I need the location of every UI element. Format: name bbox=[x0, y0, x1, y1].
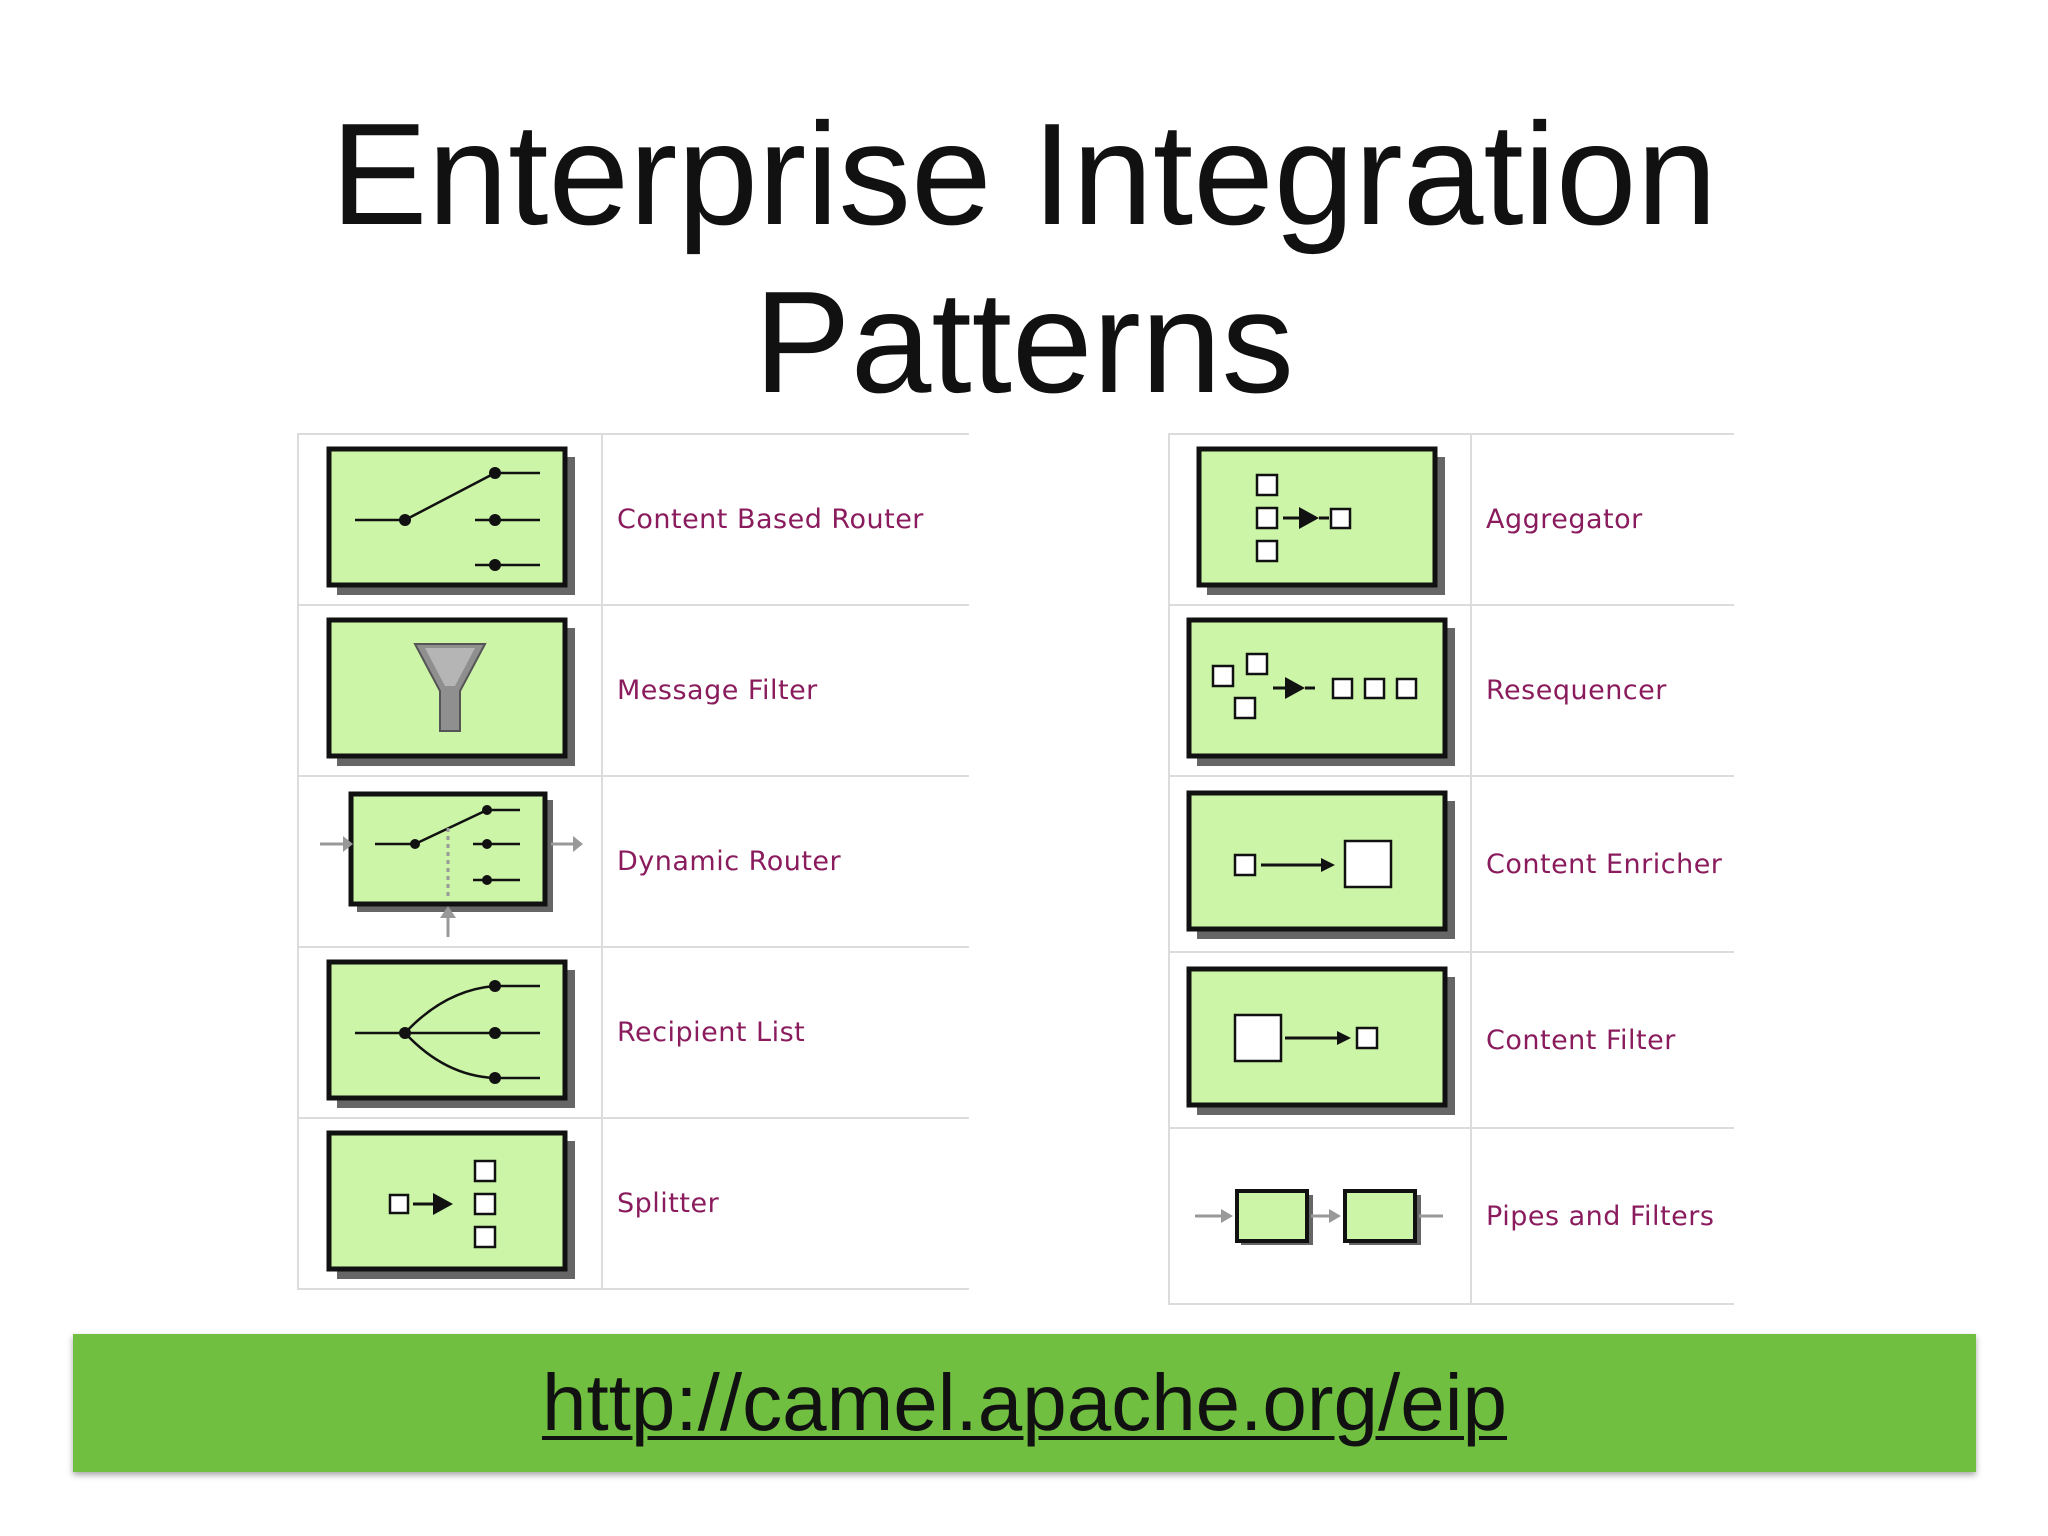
aggregator-icon bbox=[1196, 446, 1445, 595]
table-row: Splitter bbox=[299, 1119, 969, 1290]
resequencer-icon bbox=[1186, 617, 1455, 766]
table-row: Pipes and Filters bbox=[1170, 1129, 1734, 1305]
pattern-label: Content Enricher bbox=[1486, 848, 1723, 880]
pattern-label: Content Based Router bbox=[617, 504, 924, 535]
camel-eip-link[interactable]: http://camel.apache.org/eip bbox=[541, 1358, 1508, 1447]
footer-bar: http://camel.apache.org/eip bbox=[73, 1334, 1976, 1472]
table-row: Dynamic Router bbox=[299, 777, 969, 948]
pattern-label: Pipes and Filters bbox=[1486, 1200, 1715, 1232]
slide-title-line-2: Patterns bbox=[754, 261, 1294, 423]
splitter-icon bbox=[326, 1130, 575, 1279]
left-pattern-table: Content Based Router Message Filter bbox=[297, 433, 969, 1290]
content-based-router-icon bbox=[326, 446, 575, 595]
pattern-label: Content Filter bbox=[1486, 1024, 1676, 1056]
pattern-label: Resequencer bbox=[1486, 675, 1667, 706]
pattern-label: Aggregator bbox=[1486, 504, 1643, 535]
pattern-label: Message Filter bbox=[617, 675, 818, 706]
table-row: Content Based Router bbox=[299, 435, 969, 606]
right-pattern-table: Aggregator Resequencer bbox=[1168, 433, 1734, 1305]
slide-title: Enterprise Integration Patterns bbox=[0, 90, 2048, 426]
slide-title-line-1: Enterprise Integration bbox=[330, 93, 1718, 255]
table-row: Content Filter bbox=[1170, 953, 1734, 1129]
message-filter-icon bbox=[326, 617, 575, 766]
table-row: Resequencer bbox=[1170, 606, 1734, 777]
pattern-label: Recipient List bbox=[617, 1017, 806, 1048]
recipient-list-icon bbox=[326, 959, 575, 1108]
pipes-and-filters-icon bbox=[1195, 1189, 1443, 1245]
content-filter-icon bbox=[1186, 966, 1455, 1115]
table-row: Message Filter bbox=[299, 606, 969, 777]
pattern-label: Splitter bbox=[617, 1188, 720, 1219]
table-row: Content Enricher bbox=[1170, 777, 1734, 953]
dynamic-router-icon bbox=[320, 791, 583, 937]
table-row: Recipient List bbox=[299, 948, 969, 1119]
content-enricher-icon bbox=[1186, 790, 1455, 939]
pattern-label: Dynamic Router bbox=[617, 846, 842, 877]
table-row: Aggregator bbox=[1170, 435, 1734, 606]
